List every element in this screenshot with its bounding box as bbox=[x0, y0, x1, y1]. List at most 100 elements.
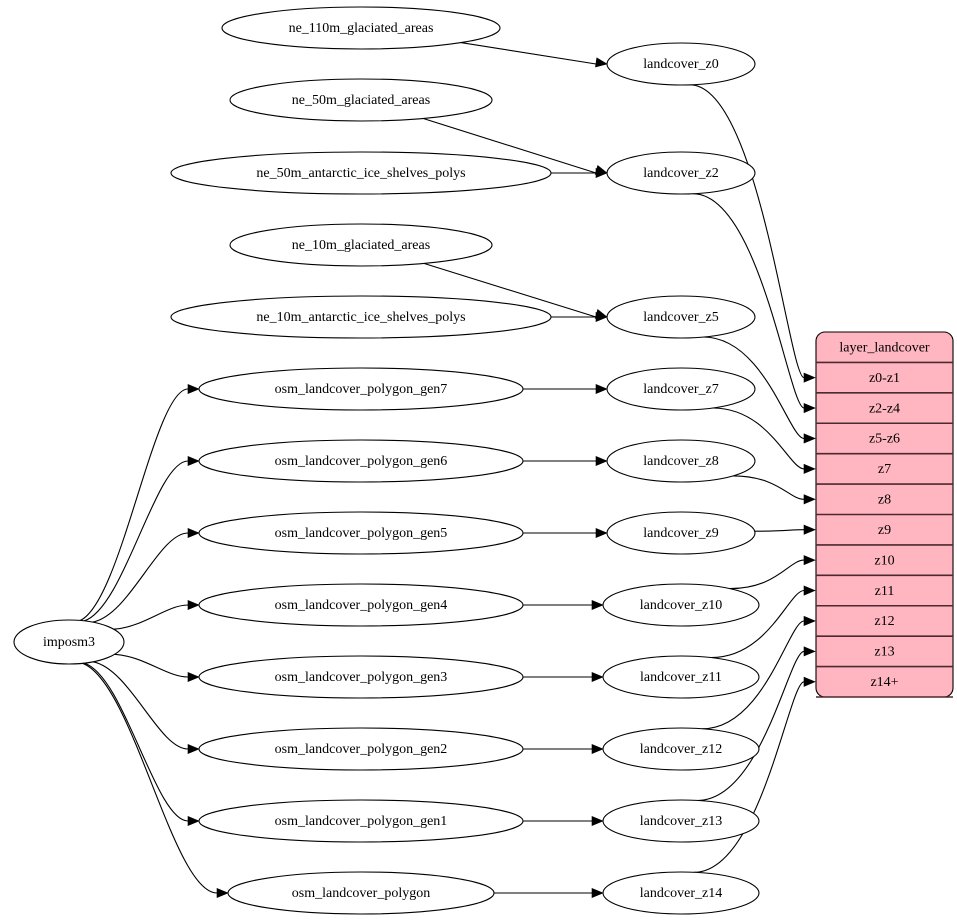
edge-arrowhead bbox=[595, 383, 608, 395]
record-row-label[interactable]: z5-z6 bbox=[869, 432, 900, 447]
record-row-label[interactable]: z0-z1 bbox=[869, 371, 900, 386]
node-label-landcover_z2: landcover_z2 bbox=[643, 166, 718, 181]
node-ellipse-ne_50m_glaciated_areas[interactable] bbox=[229, 78, 493, 122]
node-ellipse-landcover_z14[interactable] bbox=[602, 871, 760, 915]
node-label-landcover_z12: landcover_z12 bbox=[640, 742, 722, 757]
node-label-landcover_z5: landcover_z5 bbox=[643, 310, 718, 325]
edge-imposm3-to-source-table bbox=[79, 388, 189, 622]
node-label-ne_50m_glaciated_areas: ne_50m_glaciated_areas bbox=[292, 93, 430, 108]
node-label-landcover_z8: landcover_z8 bbox=[643, 454, 718, 469]
node-ellipse-osm_landcover_polygon_gen3[interactable] bbox=[198, 655, 524, 699]
edge-node-to-node bbox=[423, 117, 597, 174]
node-ellipse-osm_landcover_polygon_gen6[interactable] bbox=[198, 439, 524, 483]
edge-node-to-node bbox=[423, 262, 597, 318]
node-ellipse-ne_50m_antarctic_ice_shelves_polys[interactable] bbox=[170, 151, 552, 195]
edge-imposm3-to-source-table bbox=[92, 532, 189, 623]
edge-arrowhead bbox=[595, 311, 608, 323]
record-table-layer: layer_landcover z0-z1 z2-z4 z5-z6 z7 z8 z9 z10 z… bbox=[815, 331, 954, 698]
record-row-label[interactable]: z8 bbox=[878, 493, 891, 508]
edge-imposm3-to-source-table bbox=[92, 661, 189, 750]
record-row-label[interactable]: z11 bbox=[875, 584, 895, 599]
node-label-landcover_z13: landcover_z13 bbox=[640, 814, 722, 829]
edge-to-record-row bbox=[702, 620, 805, 730]
node-label-osm_landcover_polygon_gen6: osm_landcover_polygon_gen6 bbox=[275, 454, 448, 469]
node-ellipse-landcover_z10[interactable] bbox=[602, 583, 760, 627]
edge-arrowhead bbox=[803, 555, 816, 566]
record-row-label[interactable]: z14+ bbox=[870, 675, 898, 690]
node-ellipse-osm_landcover_polygon_gen7[interactable] bbox=[198, 367, 524, 411]
edge-arrowhead bbox=[595, 527, 608, 539]
edge-arrowhead bbox=[803, 524, 816, 535]
edge-to-record-row bbox=[692, 193, 805, 409]
record-row-label[interactable]: z10 bbox=[874, 553, 894, 568]
node-ellipse-landcover_z11[interactable] bbox=[602, 655, 760, 699]
node-ellipse-landcover_z13[interactable] bbox=[602, 799, 760, 843]
node-ellipse-landcover_z2[interactable] bbox=[606, 151, 756, 195]
edge-arrowhead bbox=[591, 743, 604, 755]
node-label-landcover_z9: landcover_z9 bbox=[643, 526, 718, 541]
record-row-label[interactable]: z12 bbox=[874, 614, 894, 629]
node-label-ne_10m_antarctic_ice_shelves_polys: ne_10m_antarctic_ice_shelves_polys bbox=[256, 310, 465, 325]
node-ellipse-landcover_z5[interactable] bbox=[606, 295, 756, 339]
edge-to-record-row bbox=[694, 681, 805, 873]
edge-to-record-row bbox=[710, 589, 805, 659]
node-ellipse-osm_landcover_polygon_gen2[interactable] bbox=[198, 727, 524, 771]
node-label-osm_landcover_polygon_gen2: osm_landcover_polygon_gen2 bbox=[275, 742, 448, 757]
record-row-label[interactable]: z13 bbox=[874, 645, 894, 660]
node-ellipse-landcover_z12[interactable] bbox=[602, 727, 760, 771]
edge-arrowhead bbox=[803, 585, 816, 596]
edge-imposm3-to-source-table bbox=[84, 662, 189, 822]
edge-arrowhead bbox=[803, 402, 816, 414]
edge-imposm3-to-source-table bbox=[114, 653, 189, 678]
edge-node-to-node bbox=[460, 42, 597, 65]
node-ellipse-osm_landcover_polygon_gen5[interactable] bbox=[198, 511, 524, 555]
record-header-label: layer_landcover bbox=[839, 340, 930, 355]
edge-to-record-row bbox=[754, 529, 805, 532]
edge-to-record-row bbox=[703, 336, 805, 440]
nodes-layer: imposm3ne_110m_glaciated_areasne_50m_gla… bbox=[13, 6, 760, 915]
node-label-landcover_z7: landcover_z7 bbox=[643, 382, 718, 397]
node-ellipse-landcover_z8[interactable] bbox=[606, 439, 756, 483]
node-label-landcover_z14: landcover_z14 bbox=[640, 886, 722, 901]
edge-arrowhead bbox=[591, 671, 604, 683]
node-ellipse-ne_10m_antarctic_ice_shelves_polys[interactable] bbox=[170, 295, 552, 339]
edge-arrowhead bbox=[803, 646, 816, 657]
node-ellipse-ne_110m_glaciated_areas[interactable] bbox=[221, 6, 501, 50]
edge-arrowhead bbox=[803, 615, 816, 627]
edge-arrowhead bbox=[216, 887, 229, 899]
node-ellipse-landcover_z9[interactable] bbox=[606, 511, 756, 555]
edge-arrowhead bbox=[187, 527, 200, 539]
node-ellipse-ne_10m_glaciated_areas[interactable] bbox=[229, 223, 493, 267]
node-label-osm_landcover_polygon_gen1: osm_landcover_polygon_gen1 bbox=[275, 814, 448, 829]
node-ellipse-osm_landcover_polygon_gen1[interactable] bbox=[198, 799, 524, 843]
node-ellipse-landcover_z7[interactable] bbox=[606, 367, 756, 411]
node-ellipse-osm_landcover_polygon_gen4[interactable] bbox=[198, 583, 524, 627]
edge-arrowhead bbox=[591, 887, 604, 899]
record-row-label[interactable]: z9 bbox=[878, 523, 891, 538]
edge-arrowhead bbox=[803, 433, 816, 444]
node-label-landcover_z0: landcover_z0 bbox=[643, 57, 718, 72]
node-ellipse-osm_landcover_polygon[interactable] bbox=[227, 871, 495, 915]
edge-arrowhead bbox=[187, 815, 200, 827]
edge-to-record-row bbox=[697, 650, 805, 802]
node-ellipse-landcover_z0[interactable] bbox=[606, 42, 756, 86]
edge-imposm3-to-source-table bbox=[82, 662, 218, 894]
edges-layer bbox=[79, 42, 816, 899]
edge-arrowhead bbox=[803, 676, 816, 687]
edge-to-record-row bbox=[733, 475, 805, 500]
record-row-label[interactable]: z7 bbox=[878, 462, 891, 477]
edge-imposm3-to-source-table bbox=[113, 604, 189, 630]
record-row-label[interactable]: z2-z4 bbox=[869, 401, 900, 416]
node-label-osm_landcover_polygon_gen7: osm_landcover_polygon_gen7 bbox=[275, 382, 448, 397]
node-label-osm_landcover_polygon_gen4: osm_landcover_polygon_gen4 bbox=[275, 598, 448, 613]
edge-arrowhead bbox=[187, 455, 200, 467]
edge-arrowhead bbox=[595, 57, 608, 68]
node-label-landcover_z10: landcover_z10 bbox=[640, 598, 722, 613]
node-ellipse-imposm3[interactable] bbox=[13, 619, 125, 665]
edge-arrowhead bbox=[803, 463, 816, 474]
node-label-osm_landcover_polygon_gen5: osm_landcover_polygon_gen5 bbox=[275, 526, 448, 541]
edge-arrowhead bbox=[187, 599, 200, 611]
edge-arrowhead bbox=[187, 671, 200, 683]
node-label-osm_landcover_polygon: osm_landcover_polygon bbox=[292, 886, 430, 901]
